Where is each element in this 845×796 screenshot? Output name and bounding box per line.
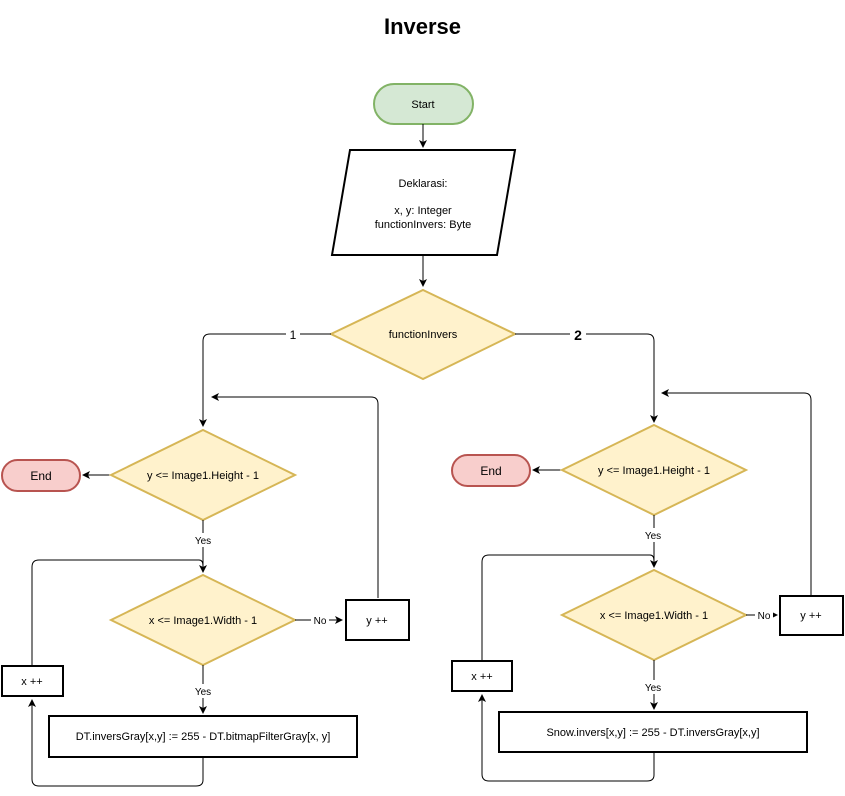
right-x-increment-label: x ++ xyxy=(471,671,492,683)
right-process: Snow.invers[x,y] := 255 - DT.inversGray[… xyxy=(498,711,808,753)
declaration-line-2: functionInvers: Byte xyxy=(375,219,472,231)
start-node: Start xyxy=(373,83,474,125)
branch-2-label-bg xyxy=(570,327,586,343)
branch-1-label: 1 xyxy=(290,328,297,342)
right-process-label: Snow.invers[x,y] := 255 - DT.inversGray[… xyxy=(546,727,759,739)
right-x-increment: x ++ xyxy=(451,660,513,692)
switch-decision: functionInvers xyxy=(328,288,518,381)
right-decision-y-label: y <= Image1.Height - 1 xyxy=(598,465,710,477)
page-title: Inverse xyxy=(383,14,462,39)
start-label: Start xyxy=(411,99,434,111)
left-yes-1-label: Yes xyxy=(195,536,211,547)
right-no-label: No xyxy=(758,611,771,622)
left-decision-x: x <= Image1.Width - 1 xyxy=(108,573,298,667)
right-edge-x-loop xyxy=(481,554,655,660)
edge-branch-1 xyxy=(199,333,331,427)
right-yes-1-label: Yes xyxy=(645,531,661,542)
left-y-increment-label: y ++ xyxy=(366,615,387,627)
right-end-label: End xyxy=(480,464,501,478)
edge-branch-2 xyxy=(515,333,658,423)
left-end-node: End xyxy=(1,459,81,492)
right-y-increment-label: y ++ xyxy=(800,610,821,622)
right-end-node: End xyxy=(451,454,531,487)
left-decision-x-label: x <= Image1.Width - 1 xyxy=(149,615,257,627)
left-end-label: End xyxy=(30,469,51,483)
branch-2-label: 2 xyxy=(574,327,582,343)
right-y-increment: y ++ xyxy=(779,595,844,636)
left-decision-y: y <= Image1.Height - 1 xyxy=(108,428,298,522)
branch-1-label-bg xyxy=(286,327,300,341)
left-y-increment: y ++ xyxy=(345,599,410,641)
left-x-increment-label: x ++ xyxy=(21,676,42,688)
left-yes-2-label: Yes xyxy=(195,687,211,698)
right-edge-y-loop xyxy=(661,389,812,595)
left-edge-y-loop xyxy=(211,393,379,598)
left-edge-x-loop xyxy=(31,559,204,666)
right-decision-y: y <= Image1.Height - 1 xyxy=(559,423,749,517)
declaration-heading: Deklarasi: xyxy=(399,178,448,190)
left-x-increment: x ++ xyxy=(1,665,64,697)
declaration-node: Deklarasi: x, y: Integer functionInvers:… xyxy=(330,149,517,256)
left-decision-y-label: y <= Image1.Height - 1 xyxy=(147,470,259,482)
left-no-label: No xyxy=(314,616,327,627)
right-decision-x: x <= Image1.Width - 1 xyxy=(559,568,749,662)
left-branch: End y <= Image1.Height - 1 Yes x <= Imag… xyxy=(1,393,410,787)
right-edge-process-x xyxy=(478,694,655,782)
right-branch: End y <= Image1.Height - 1 Yes x <= Imag… xyxy=(451,389,844,782)
switch-label: functionInvers xyxy=(389,329,458,341)
left-process: DT.inversGray[x,y] := 255 - DT.bitmapFil… xyxy=(48,715,358,758)
declaration-line-1: x, y: Integer xyxy=(394,205,452,217)
right-yes-2-label: Yes xyxy=(645,683,661,694)
left-edge-process-x xyxy=(28,699,204,787)
right-decision-x-label: x <= Image1.Width - 1 xyxy=(600,610,708,622)
left-process-label: DT.inversGray[x,y] := 255 - DT.bitmapFil… xyxy=(76,731,331,743)
